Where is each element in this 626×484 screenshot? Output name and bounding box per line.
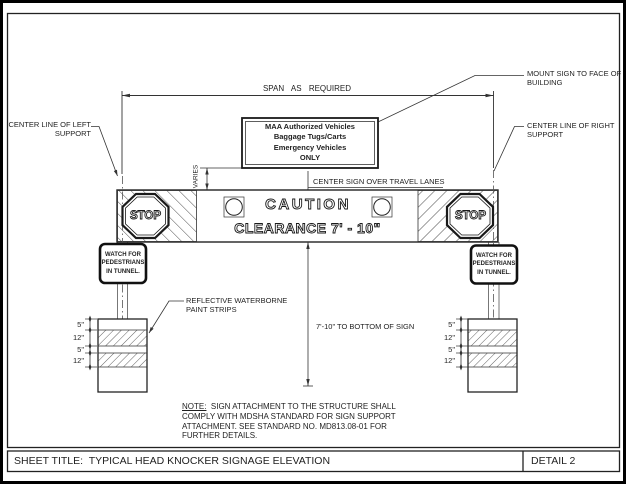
clearance-text: CLEARANCE 7' - 10" [234,220,381,237]
strip-dim-right-2: 12" [443,333,455,342]
varies-label: VARIES [192,164,200,189]
pedestrian-sign-line2: PEDESTRIANS [472,261,516,268]
bolt-plate-right [371,196,393,218]
paint-strips-note-line1: REFLECTIVE WATERBORNE [186,296,288,305]
paint-strips-note-line2: PAINT STRIPS [186,305,237,314]
strip-dim-left-3: 5" [77,344,84,354]
stop-text-right: STOP [454,210,487,223]
detail-label: DETAIL 2 [531,455,576,467]
stop-sign-right [445,192,495,240]
sheet-frame [6,12,621,473]
overhead-sign-line3: Emergency Vehicles [273,142,347,152]
pedestrian-sign-left-text: WATCH FOR PEDESTRIANS IN TUNNEL. [100,244,146,283]
pedestrian-sign-line1: WATCH FOR [476,252,512,259]
pedestrian-sign-right-plate [469,244,519,285]
bolt-plate-left [223,196,245,218]
column-right [467,318,518,393]
column-left [97,318,148,393]
strip-dimensions-left [85,315,97,371]
height-note: 7'-10" TO BOTTOM OF SIGN [316,322,415,331]
height-dimension [303,242,313,387]
note-line3: ATTACHMENT. SEE STANDARD NO. MD813.08-01… [182,421,387,431]
overhead-sign-box [241,117,379,169]
strip-dim-left-4: 12" [72,355,84,365]
right-support-note: CENTER LINE OF RIGHT SUPPORT [527,121,615,139]
leader-lines [91,75,524,334]
center-sign-callout [307,171,443,190]
center-sign-note: CENTER SIGN OVER TRAVEL LANES [313,177,445,186]
stop-text-left: STOP [129,210,162,223]
overhead-sign-line2: Baggage Tugs/Carts [273,132,347,141]
strip-dim-right-4: 12" [443,355,455,365]
left-support-note: CENTER LINE OF LEFT SUPPORT [8,120,91,138]
mount-sign-note-line2: BUILDING [527,78,563,87]
pedestrian-sign-left-plate [98,242,148,285]
span-dimension [121,91,494,174]
strip-dim-right-1: 5" [448,320,455,329]
strip-dimensions-right [456,315,468,371]
caution-text: CAUTION [265,196,351,214]
note-label: NOTE: [182,402,207,411]
note-line2: COMPLY WITH MDSHA STANDARD FOR SIGN SUPP… [182,411,396,421]
overhead-sign-line4: ONLY [299,153,321,162]
overhead-sign-text: MAA Authorized Vehicles Baggage Tugs/Car… [243,119,377,166]
pedestrian-sign-line3: IN TUNNEL. [106,268,140,275]
left-support-note-line2: SUPPORT [54,129,91,138]
stop-sign-left [121,192,170,240]
pedestrian-sign-line1: WATCH FOR [105,251,141,258]
strip-dim-right-3: 5" [448,344,455,354]
varies-dimension [200,167,242,190]
mount-sign-note: MOUNT SIGN TO FACE OF BUILDING [527,69,621,87]
strip-dim-left-2: 12" [72,333,84,342]
general-note: NOTE: SIGN ATTACHMENT TO THE STRUCTURE S… [182,402,396,441]
note-line4: FURTHER DETAILS. [182,431,258,441]
overhead-sign-line1: MAA Authorized Vehicles [265,121,355,131]
paint-strips-note: REFLECTIVE WATERBORNE PAINT STRIPS [186,296,287,314]
left-support-note-line1: CENTER LINE OF LEFT [8,120,91,129]
pedestrian-sign-line3: IN TUNNEL. [477,269,511,276]
right-support-note-line2: SUPPORT [527,130,564,139]
mount-sign-note-line1: MOUNT SIGN TO FACE OF [527,69,622,78]
pedestrian-sign-right-text: WATCH FOR PEDESTRIANS IN TUNNEL. [471,246,517,284]
span-dimension-label: SPAN AS REQUIRED [262,84,352,93]
pedestrian-sign-line2: PEDESTRIANS [101,260,145,267]
note-line1: SIGN ATTACHMENT TO THE STRUCTURE SHALL [206,402,396,411]
sheet-title: SHEET TITLE: TYPICAL HEAD KNOCKER SIGNAG… [14,455,331,467]
support-center-lines [122,170,494,320]
right-support-note-line1: CENTER LINE OF RIGHT [527,121,615,130]
strip-dim-left-1: 5" [77,320,84,329]
